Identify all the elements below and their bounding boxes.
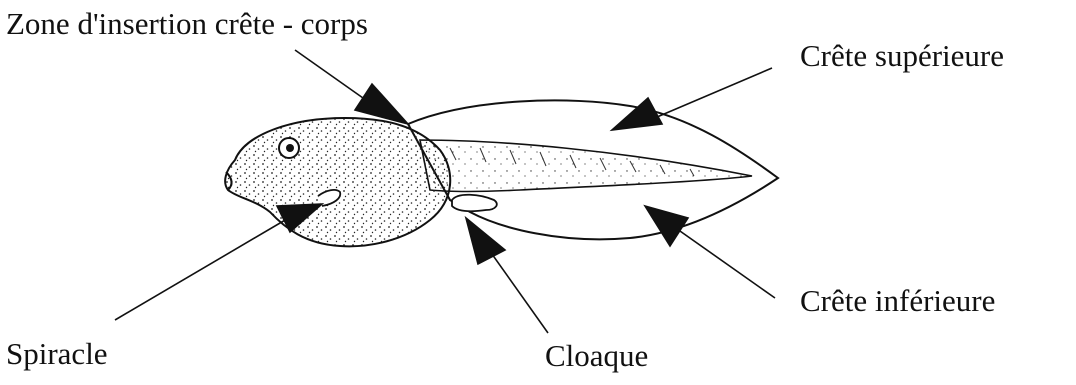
label-crete-superieure: Crête supérieure: [800, 40, 1004, 71]
leader-spiracle: [115, 216, 292, 320]
label-cloaque: Cloaque: [545, 340, 648, 371]
leader-crete-superieure: [650, 68, 772, 120]
leader-crete-inferieure: [670, 224, 775, 298]
label-zone-insertion: Zone d'insertion crête - corps: [6, 8, 368, 39]
label-spiracle: Spiracle: [6, 338, 108, 369]
label-crete-inferieure: Crête inférieure: [800, 285, 995, 316]
tadpole-body: [225, 118, 450, 246]
